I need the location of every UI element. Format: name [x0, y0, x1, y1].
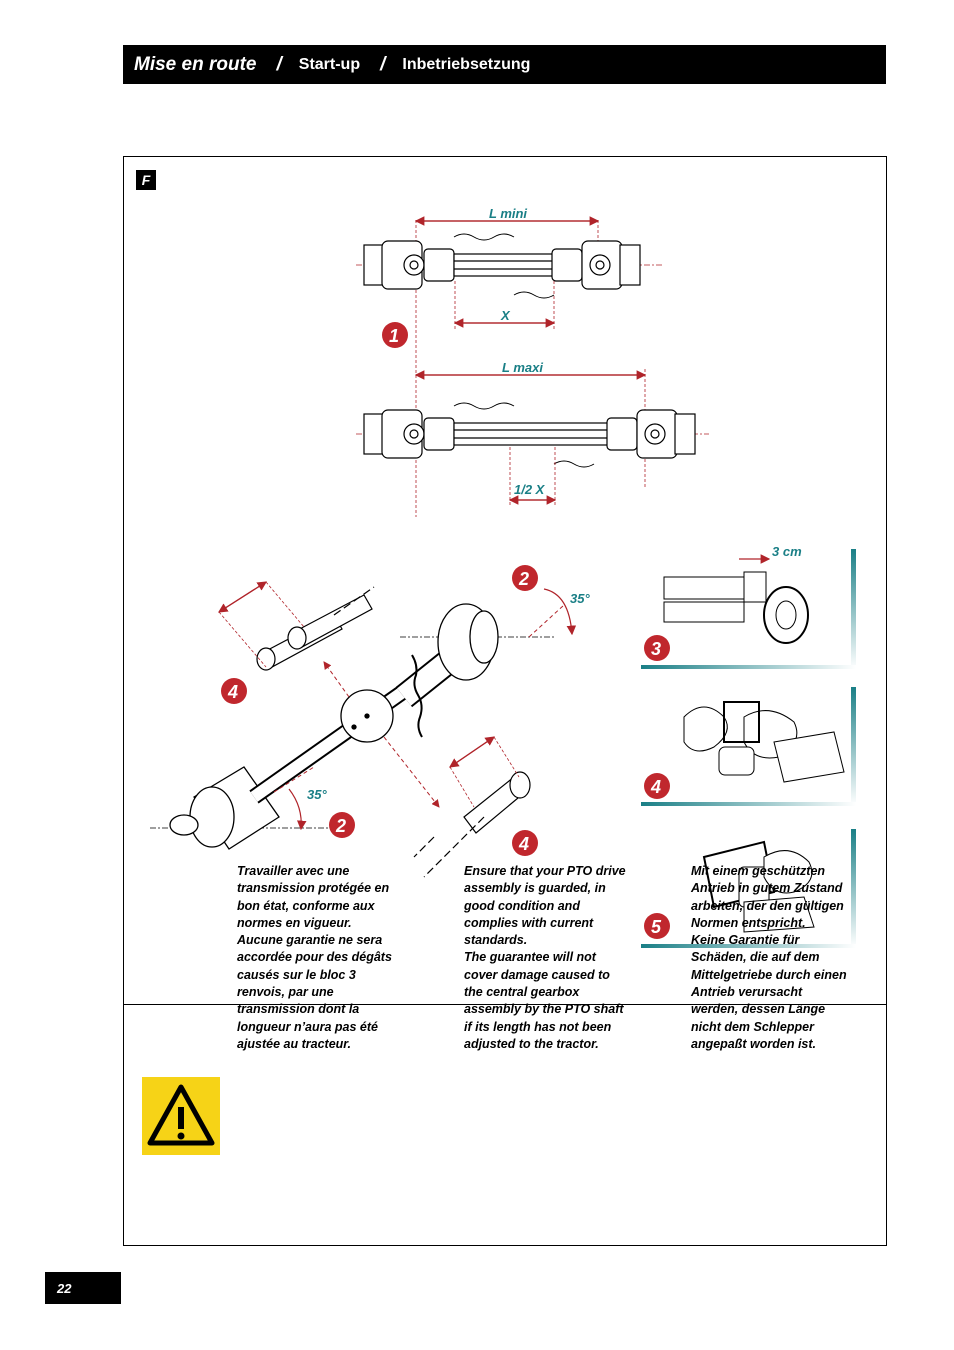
- label-lmaxi: L maxi: [502, 360, 543, 375]
- svg-text:1: 1: [389, 326, 399, 346]
- step-badge-4: 4: [221, 678, 247, 704]
- header-separator: /: [380, 53, 386, 75]
- svg-text:3: 3: [651, 639, 661, 659]
- figure-frame: F: [123, 156, 887, 1246]
- header-separator: /: [276, 53, 282, 75]
- svg-text:5: 5: [651, 917, 662, 937]
- angle-label-top: 35°: [570, 591, 590, 606]
- shaft-lmini: [356, 220, 664, 517]
- section-label: F: [136, 170, 156, 190]
- angle-label-bottom: 35°: [307, 787, 327, 802]
- panel-4: 4: [641, 687, 856, 806]
- section-divider: [124, 1004, 886, 1005]
- svg-text:4: 4: [227, 682, 238, 702]
- pto-shaft-illustration: L mini X 1: [150, 206, 856, 948]
- label-3cm: 3 cm: [772, 544, 802, 559]
- panel-5: 5: [641, 829, 856, 948]
- header-title-de: Inbetriebsetzung: [402, 55, 531, 73]
- step-badge-2: 2: [329, 812, 355, 838]
- svg-text:2: 2: [518, 569, 529, 589]
- tube-cut-top: [256, 586, 375, 671]
- step-badge-2: 2: [512, 565, 538, 591]
- tube-cut-bottom: [413, 771, 531, 878]
- warning-triangle-icon: [142, 1077, 220, 1155]
- label-x: X: [500, 308, 511, 323]
- svg-text:4: 4: [518, 834, 529, 854]
- label-half-x: 1/2 X: [514, 482, 546, 497]
- step-badge-1: 1: [382, 322, 408, 348]
- header-title-en: Start-up: [298, 55, 361, 73]
- svg-text:4: 4: [650, 777, 661, 797]
- header-title-fr: Mise en route: [134, 53, 257, 75]
- page-header: Mise en route / Start-up / Inbetriebsetz…: [123, 45, 886, 84]
- step-badge-4: 4: [512, 830, 538, 856]
- label-lmini: L mini: [489, 206, 527, 221]
- page-number: 22: [45, 1272, 121, 1304]
- svg-text:2: 2: [335, 816, 346, 836]
- shaft-perspective: [150, 603, 556, 850]
- panel-3: 3 cm 3: [641, 544, 856, 669]
- shaft-lmaxi: [356, 369, 709, 487]
